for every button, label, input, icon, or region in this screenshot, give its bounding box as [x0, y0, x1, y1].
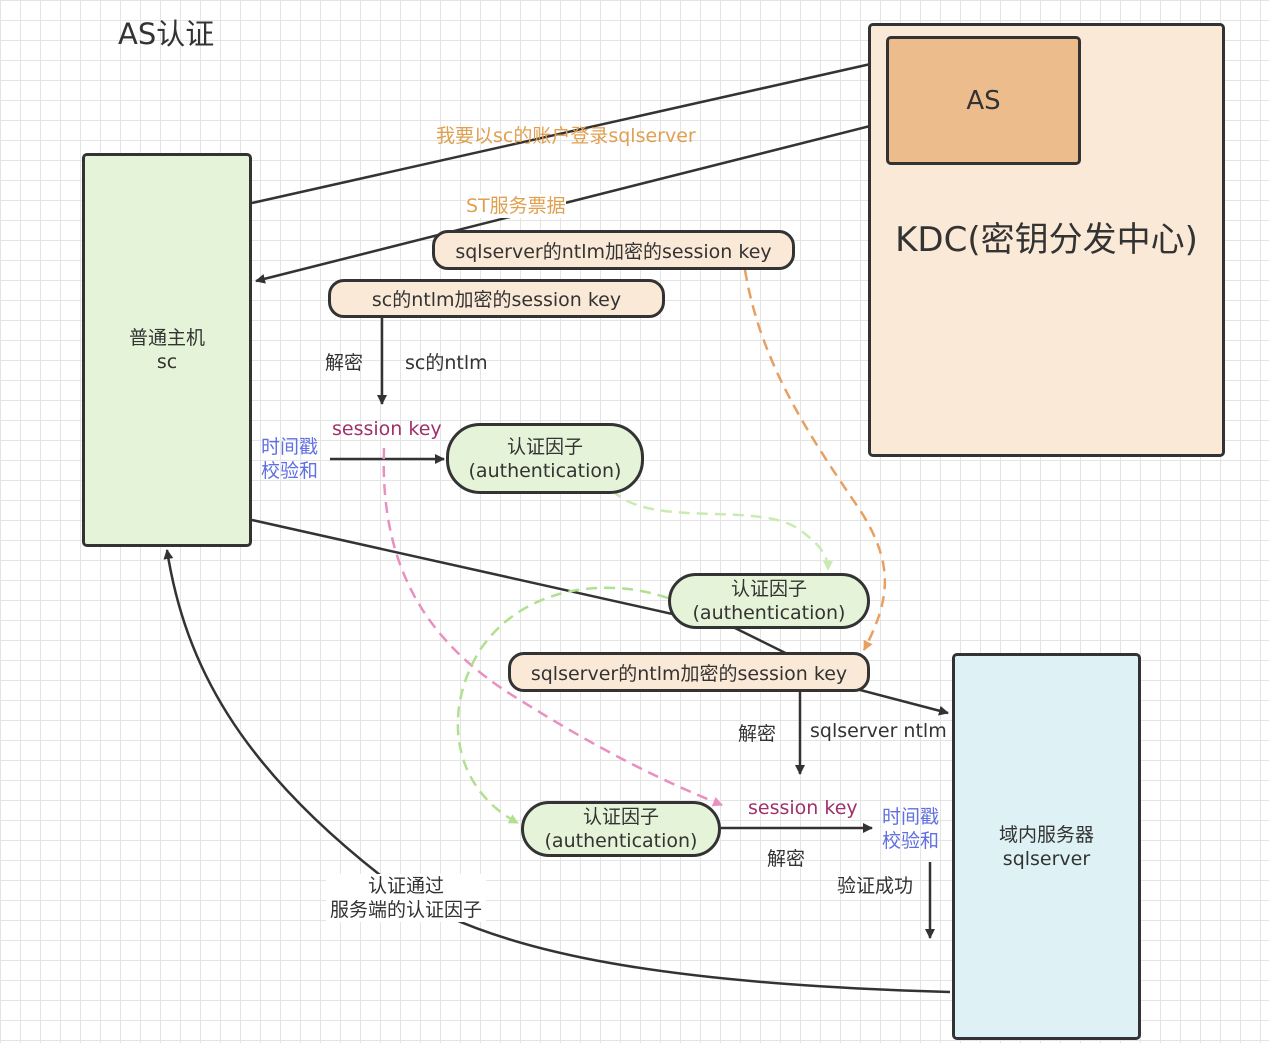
as-label: AS: [966, 85, 1001, 116]
arrow-sql-key-forward: [743, 269, 887, 651]
auth-factor-title: 认证因子: [730, 578, 807, 600]
timestamp-label-1a: 时间戳: [261, 436, 319, 458]
decrypt-label-1: 解密: [325, 352, 364, 374]
arrow-as-to-client: [255, 120, 887, 284]
auth-factor-title: 认证因子: [506, 435, 583, 458]
auth-factor-subtitle: (authentication): [468, 459, 622, 482]
timestamp-label-2a: 时间戳: [882, 806, 940, 828]
kdc-label: KDC(密钥分发中心): [895, 220, 1198, 260]
auth-factor-subtitle: (authentication): [692, 602, 846, 624]
timestamp-label-1b: 校验和: [261, 460, 319, 482]
st-ticket-label: ST服务票据: [466, 194, 566, 218]
client-host-name: 普通主机: [128, 327, 205, 349]
login-request-label: 我要以sc的账户登录sqlserver: [436, 125, 696, 147]
sc-session-key: sc的ntlm加密的session key: [328, 279, 665, 318]
arrow-session-key-forward: [382, 447, 723, 807]
server-account: sqlserver: [1002, 847, 1091, 870]
client-host-account: sc: [156, 351, 178, 373]
auth-factor-subtitle: (authentication): [544, 830, 698, 852]
auth-pass-label: 认证通过 服务端的认证因子: [326, 874, 487, 922]
auth-pass-line-1: 认证通过: [368, 875, 445, 897]
sqlserver-ntlm-label: sqlserver ntlm: [810, 720, 947, 742]
timestamp-label-2b: 校验和: [882, 830, 940, 852]
as-box: AS: [886, 36, 1081, 165]
session-key-label-2: session key: [748, 797, 858, 819]
server-box: 域内服务器 sqlserver: [952, 653, 1141, 1040]
auth-factor-client: 认证因子 (authentication): [446, 423, 644, 494]
sc-ntlm-label: sc的ntlm: [405, 352, 488, 374]
auth-factor-title: 认证因子: [582, 806, 659, 828]
sql-session-key-top: sqlserver的ntlm加密的session key: [432, 230, 795, 270]
auth-pass-line-2: 服务端的认证因子: [330, 899, 483, 921]
arrow-client-to-as: [251, 58, 885, 205]
decrypt-label-3: 解密: [767, 848, 806, 870]
client-host-box: 普通主机 sc: [82, 153, 252, 547]
decrypt-label-2: 解密: [738, 723, 777, 745]
server-name: 域内服务器: [998, 823, 1094, 846]
session-key-label-1: session key: [332, 418, 442, 440]
verify-ok-label: 验证成功: [837, 875, 914, 897]
arrow-auth1-to-auth2: [611, 489, 833, 571]
auth-factor-server: 认证因子 (authentication): [521, 801, 721, 857]
sql-session-key-bottom: sqlserver的ntlm加密的session key: [508, 652, 870, 692]
arrow-auth2-to-auth3: [456, 586, 669, 825]
auth-factor-transit: 认证因子 (authentication): [668, 573, 870, 629]
page-title: AS认证: [118, 17, 215, 51]
